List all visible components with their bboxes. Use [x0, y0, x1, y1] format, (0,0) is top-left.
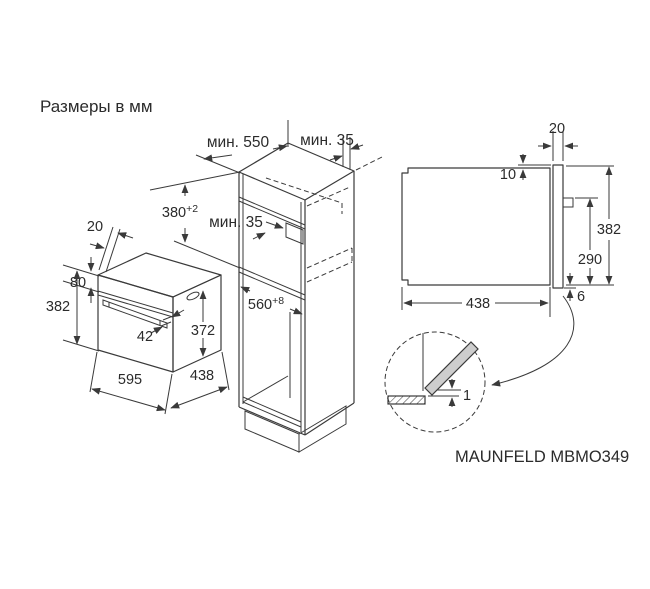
hidden-edge-dashed [306, 247, 353, 269]
detail-view: 1 [384, 331, 486, 433]
cabinet-niche-view: мин. 550 мин. 35 мин. 35 380+2 560+8 [149, 120, 385, 453]
hidden-edge-dashed [306, 186, 351, 207]
dimension-arrow [150, 326, 163, 334]
dim-value: 380 [162, 205, 186, 221]
compartment-floor-depth-edge [242, 375, 289, 403]
dim-body-height: 372 [191, 323, 215, 339]
hidden-edge-dashed [306, 261, 353, 283]
dim-niche-width: 560+8 [248, 295, 284, 313]
niche-ceiling-line [238, 200, 306, 230]
oven-body-profile [401, 167, 551, 286]
dim-depth-side: 438 [466, 296, 490, 312]
oven-front-view: 20 80 382 42 372 595 438 [46, 219, 230, 415]
dimension-extension-line [89, 351, 98, 393]
dim-oven-width: 595 [118, 372, 142, 388]
dim-niche-height: 380+2 [162, 203, 198, 221]
dim-oven-depth: 438 [190, 368, 214, 384]
door-top-line [97, 294, 174, 318]
dim-oven-height: 382 [46, 299, 70, 315]
cabinet-bottom-front-edge [238, 406, 306, 436]
wall-dashed-line [355, 155, 385, 171]
dimension-extension-line [62, 264, 100, 277]
door-handle-profile [563, 197, 574, 208]
dimension-arrow [171, 309, 185, 318]
page-title: Размеры в мм [40, 97, 153, 116]
dimension-line [91, 387, 166, 412]
dimension-extension-line [149, 171, 241, 191]
plinth-right-face [298, 405, 347, 453]
dim-handle-offset: 42 [137, 329, 153, 345]
dimension-arrow [252, 232, 266, 240]
dim-top-overhang: 10 [500, 167, 516, 183]
worktop-hatched-section [387, 395, 426, 405]
dimension-arrow [272, 144, 288, 152]
dim-tolerance: +8 [272, 295, 284, 307]
dim-tolerance: +2 [186, 203, 198, 215]
side-vent-icon [186, 291, 200, 301]
dim-door-gap: 1 [463, 388, 471, 404]
hidden-edge-dashed [265, 177, 343, 204]
model-label: MAUNFELD MBMO349 [455, 448, 629, 466]
dim-min-top-gap: мин. 35 [300, 132, 354, 149]
oven-front-face [97, 274, 174, 373]
control-panel-line [97, 290, 174, 314]
dimension-arrow [289, 307, 303, 315]
dimension-arrow [240, 286, 251, 294]
compartment-floor-line [242, 396, 302, 423]
dim-min-shelf-gap: мин. 35 [209, 214, 263, 231]
dimension-extension-line [164, 373, 173, 415]
open-door-section [424, 341, 479, 396]
cabinet-top-face [238, 142, 355, 201]
dimension-extension-line [98, 226, 114, 271]
dimension-extension-line [160, 321, 172, 327]
detail-leader-arrow [491, 295, 575, 387]
dim-bottom-overhang: 6 [577, 289, 585, 305]
dim-min-depth: мин. 550 [207, 134, 270, 151]
dimension-arrow [89, 242, 105, 250]
cabinet-bottom-right-edge [304, 402, 355, 436]
dim-handle-to-bottom: 290 [578, 252, 602, 268]
niche-ceiling-line [238, 196, 306, 226]
door-handle [102, 299, 168, 329]
dimension-arrow [350, 143, 364, 150]
oven-side-view: 20 10 382 290 438 6 [401, 121, 621, 387]
oven-top-face [97, 252, 222, 298]
dimension-arrow [117, 232, 134, 239]
oven-door-profile [552, 164, 564, 289]
dimension-extension-line [195, 154, 241, 174]
compartment-floor-line [242, 401, 302, 428]
dimension-extension-line [162, 315, 174, 321]
dim-height-side: 382 [597, 222, 621, 238]
dimension-arrow [203, 154, 233, 162]
dim-door-thickness-side: 20 [549, 121, 565, 137]
shelf-vent-slot [285, 222, 304, 245]
niche-shelf-line [238, 271, 306, 301]
dimension-arrow [265, 221, 284, 229]
niche-shelf-line [238, 266, 306, 296]
dimension-arrow [329, 155, 343, 162]
dimension-extension-line [221, 351, 230, 391]
dim-panel-height: 80 [70, 275, 86, 291]
detail-circle [384, 331, 486, 433]
dimension-line [170, 386, 228, 409]
dim-door-thickness: 20 [87, 219, 103, 235]
dim-value: 560 [248, 297, 272, 313]
dimension-extension-line [173, 240, 241, 269]
dimension-extension-line [62, 339, 100, 352]
